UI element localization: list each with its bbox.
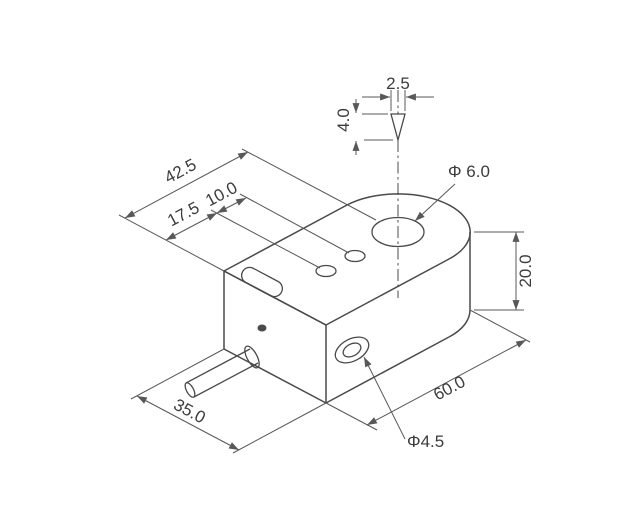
end-face [223,270,327,404]
sensing-cone [390,113,406,143]
dim-label-hole-spacing: 10.0 [202,178,240,210]
ext-line [130,348,225,400]
top-notch-slot [240,266,284,298]
top-face [223,193,471,326]
ext-line [325,402,378,431]
front-face-bottom-edge [325,336,450,404]
dimension-mounting-hole: Φ4.5 [363,356,444,451]
dim-label-straight-length: 42.5 [161,155,199,187]
dim-arrow [165,212,218,241]
dim-label-cone-width: 2.5 [386,74,410,93]
dim-label-hole-end-offset: 17.5 [164,198,202,230]
leader-line [414,183,456,222]
ext-line [210,209,321,269]
dim-label-body-length: 60.0 [430,372,468,404]
sensing-axis [390,90,406,298]
dim-label-body-height: 20.0 [516,254,535,287]
sensing-hole [371,216,425,248]
cable-gland-end-cap [184,382,196,398]
cable-gland [184,345,260,398]
dim-label-mounting-hole: Φ4.5 [407,432,444,451]
ext-line [239,193,350,254]
dim-label-sensing-hole: Φ 6.0 [448,162,490,181]
dim-arrow [124,151,249,219]
dimension-cone-height: 4.0 [334,99,393,155]
side-hole-inner-ring [342,342,362,358]
leader-line [363,356,406,440]
ext-line [469,309,531,343]
dim-arrow [136,395,240,451]
cable-gland-side-2 [193,362,259,398]
cable-gland-flange [244,345,260,369]
mounting-hole-2 [344,249,366,263]
dim-label-cone-height: 4.0 [334,108,353,132]
ext-line [241,148,377,221]
led-indicator [257,324,267,332]
rounded-end-silhouette [448,232,471,338]
dimension-body-length: 60.0 [325,309,531,431]
dimension-body-width: 35.0 [130,348,327,454]
mounting-hole-1 [315,264,337,278]
dimension-sensing-hole: Φ 6.0 [414,162,490,222]
cable-gland-side-1 [185,348,251,384]
dimension-body-height: 20.0 [474,231,535,311]
dimension-cone-width: 2.5 [362,74,434,111]
ext-line [118,214,225,272]
ext-line [232,402,327,454]
dim-arrow [216,197,247,214]
sensor-body [184,193,471,404]
dim-arrow [366,339,527,426]
dim-label-body-width: 35.0 [171,395,209,427]
